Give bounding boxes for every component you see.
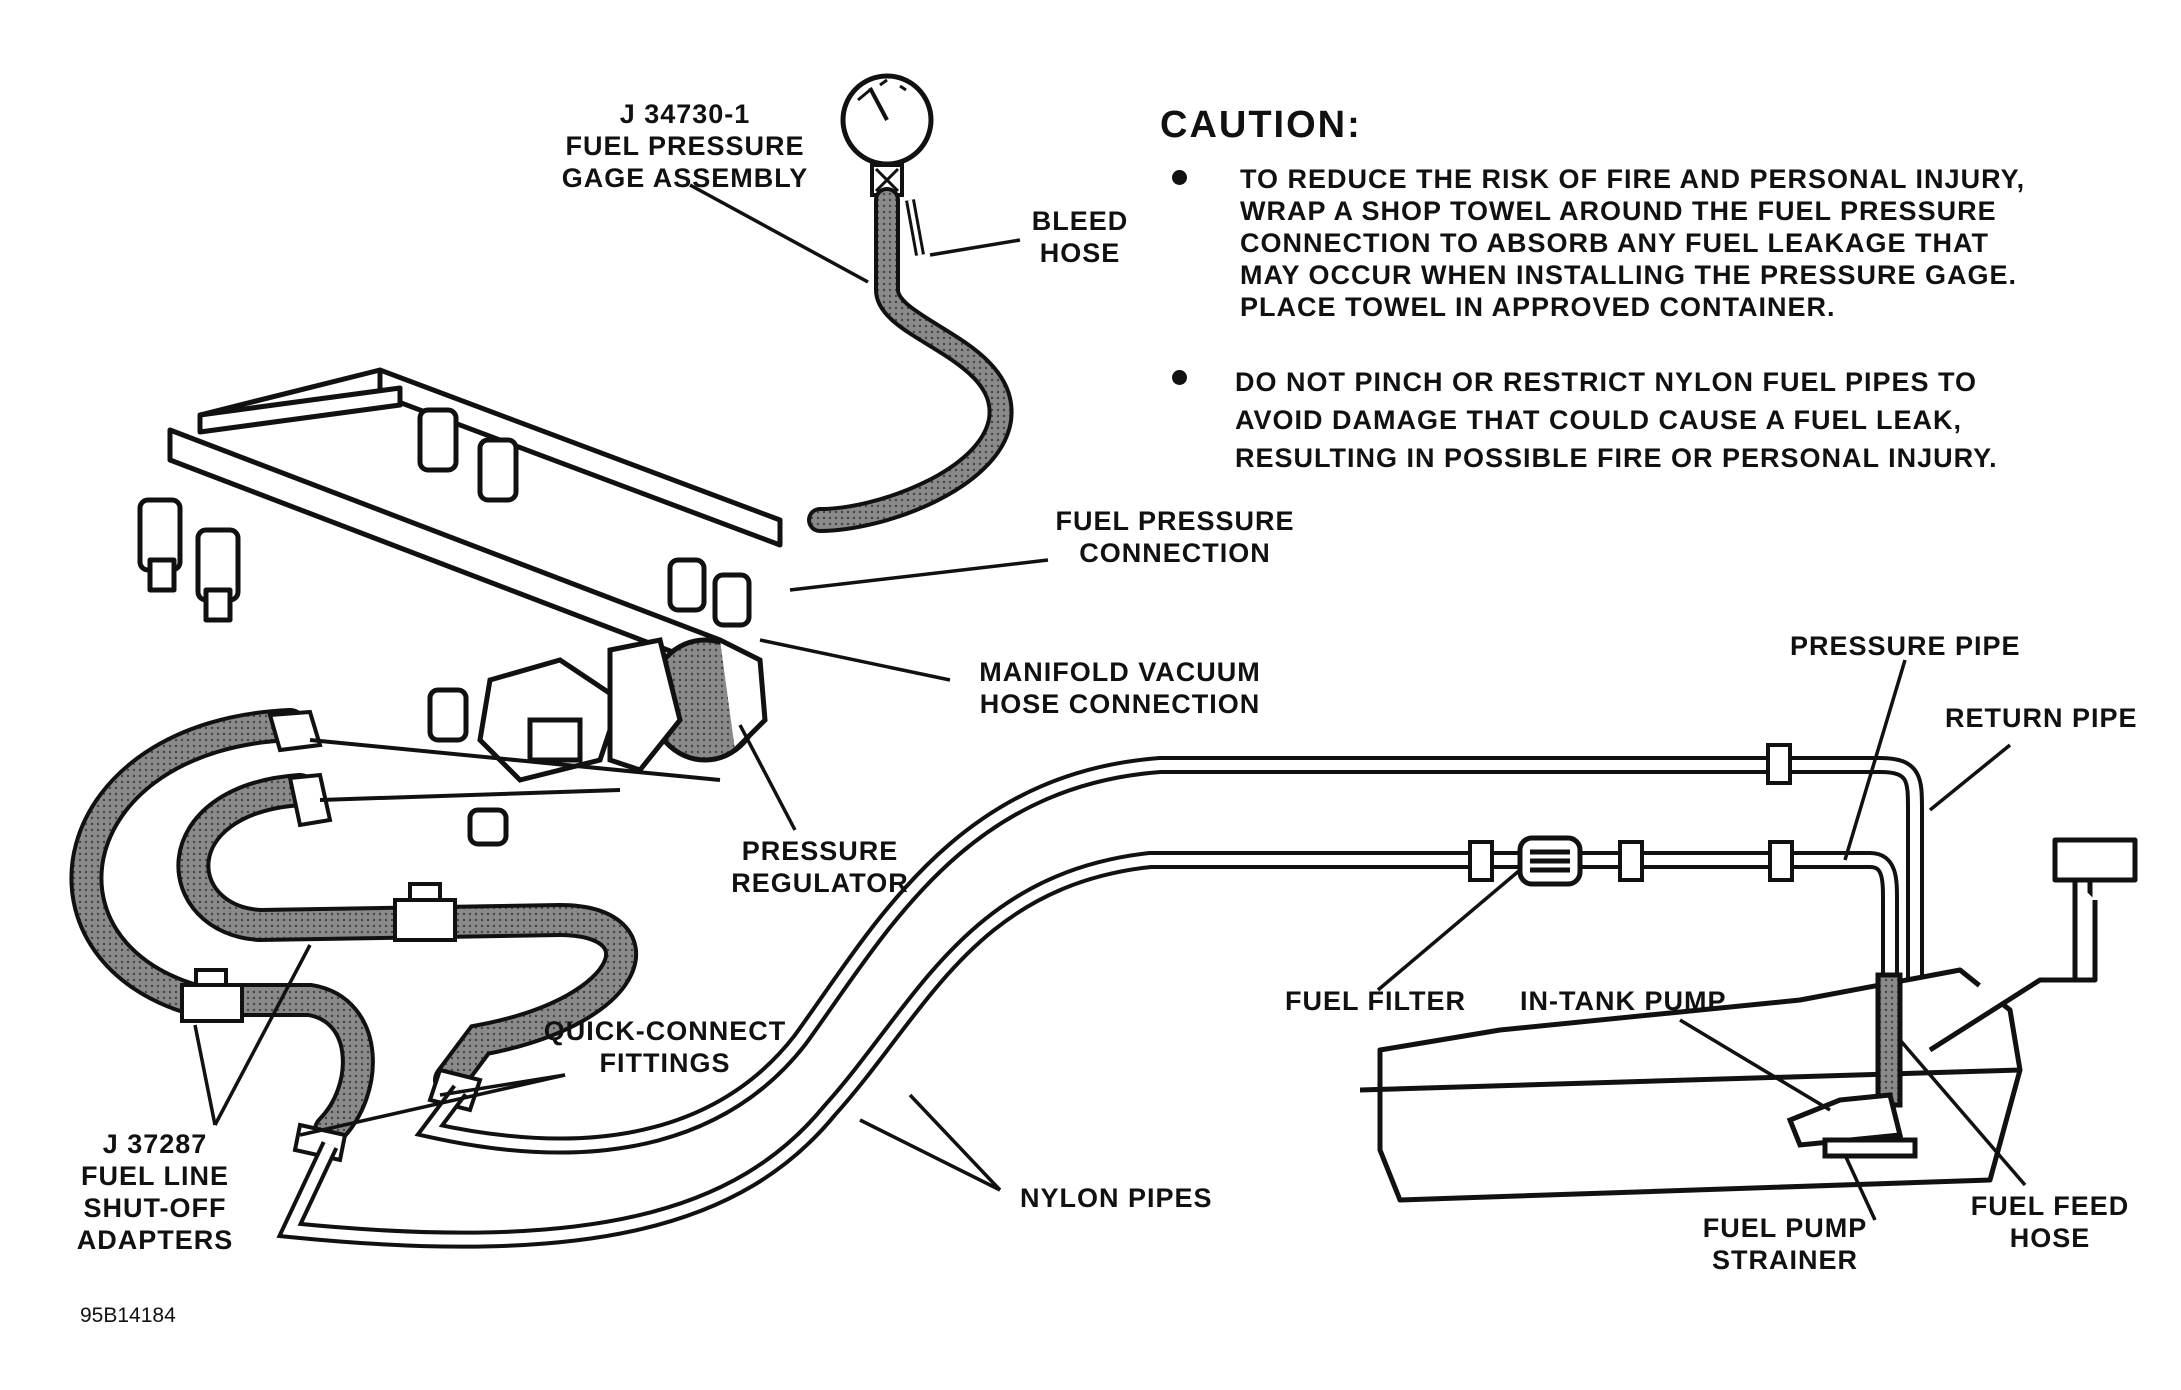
fuel-rail [137,367,783,847]
label-line: FUEL PRESSURE [1055,506,1295,536]
figure-id: 95B14184 [80,1304,176,1327]
label-line: ADAPTERS [76,1225,234,1255]
label-line: HOSE CONNECTION [979,689,1261,719]
label-line: QUICK-CONNECT [543,1016,787,1046]
caution-item-1: TO REDUCE THE RISK OF FIRE AND PERSONAL … [1240,163,2025,323]
label-line: STRAINER [1711,1245,1858,1275]
label-line: HOSE [2009,1223,2091,1253]
label-fuel-pressure-connection: FUEL PRESSURE CONNECTION [1045,505,1305,569]
label-bleed-hose: BLEED HOSE [1025,205,1135,269]
label-line: REGULATOR [731,868,909,898]
label-line: FITTINGS [599,1048,731,1078]
label-line: FUEL LINE [80,1161,229,1191]
caution-line: WRAP A SHOP TOWEL AROUND THE FUEL PRESSU… [1240,196,1997,226]
caution-bullet-icon [1172,170,1187,185]
caution-line: RESULTING IN POSSIBLE FIRE OR PERSONAL I… [1235,443,1998,473]
fuel-tank-icon [1359,837,2138,1203]
label-quick-connect: QUICK-CONNECT FITTINGS [525,1015,805,1079]
fuel-filter-icon [1517,835,1583,887]
label-line: SHUT-OFF [83,1193,227,1223]
caution-line: PLACE TOWEL IN APPROVED CONTAINER. [1240,292,1836,322]
caution-bullet-icon [1172,370,1187,385]
caution-line: MAY OCCUR WHEN INSTALLING THE PRESSURE G… [1240,260,2018,290]
pressure-regulator-icon [477,637,768,783]
label-gage-assembly: J 34730-1 FUEL PRESSURE GAGE ASSEMBLY [555,98,815,194]
caution-item-2: DO NOT PINCH OR RESTRICT NYLON FUEL PIPE… [1235,363,1998,477]
caution-line: CONNECTION TO ABSORB ANY FUEL LEAKAGE TH… [1240,228,1990,258]
pressure-gage-icon [840,73,934,197]
label-fuel-filter: FUEL FILTER [1285,986,1466,1016]
label-line: FUEL FEED [1970,1191,2130,1221]
label-line: FUEL PRESSURE [565,131,805,161]
leader-lines [193,183,2027,1221]
caution-line: TO REDUCE THE RISK OF FIRE AND PERSONAL … [1240,164,2026,194]
label-fuel-pump-strainer: FUEL PUMP STRAINER [1685,1212,1885,1276]
label-pressure-pipe: PRESSURE PIPE [1790,631,2021,661]
pipe-fitting-icon [1468,743,1794,882]
label-in-tank-pump: IN-TANK PUMP [1520,986,1727,1016]
label-nylon-pipes: NYLON PIPES [1020,1183,1213,1213]
caution-line: AVOID DAMAGE THAT COULD CAUSE A FUEL LEA… [1235,405,1962,435]
caution-line: DO NOT PINCH OR RESTRICT NYLON FUEL PIPE… [1235,367,1978,397]
label-line: BLEED [1031,206,1129,236]
label-shutoff-adapters: J 37287 FUEL LINE SHUT-OFF ADAPTERS [60,1128,250,1256]
label-manifold-vacuum: MANIFOLD VACUUM HOSE CONNECTION [950,656,1290,720]
label-fuel-feed-hose: FUEL FEED HOSE [1955,1190,2145,1254]
shutoff-adapter-icon [180,882,457,1023]
label-line: PRESSURE [741,836,899,866]
label-line: GAGE ASSEMBLY [561,163,809,193]
label-line: J 34730-1 [619,99,751,129]
label-line: MANIFOLD VACUUM [979,657,1261,687]
label-return-pipe: RETURN PIPE [1945,703,2138,733]
label-pressure-regulator: PRESSURE REGULATOR [715,835,925,899]
label-line: J 37287 [102,1129,208,1159]
nylon-pipes [276,756,1924,1249]
label-line: CONNECTION [1079,538,1271,568]
label-line: FUEL PUMP [1702,1213,1868,1243]
label-line: HOSE [1039,238,1121,268]
caution-title: CAUTION: [1160,104,1362,146]
